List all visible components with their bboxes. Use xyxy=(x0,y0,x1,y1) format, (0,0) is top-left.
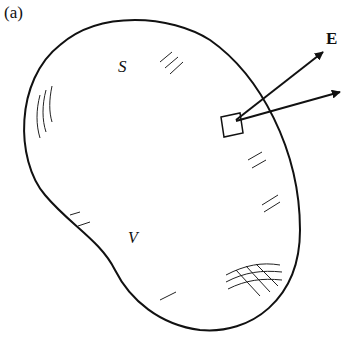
closed-surface xyxy=(24,20,300,330)
vector-label: E xyxy=(326,30,337,47)
surface-label: S xyxy=(118,58,127,75)
shading-strokes xyxy=(37,52,282,300)
volume-label: V xyxy=(128,230,138,246)
panel-label: (a) xyxy=(4,4,23,21)
normal-vector-arrow xyxy=(236,92,340,121)
